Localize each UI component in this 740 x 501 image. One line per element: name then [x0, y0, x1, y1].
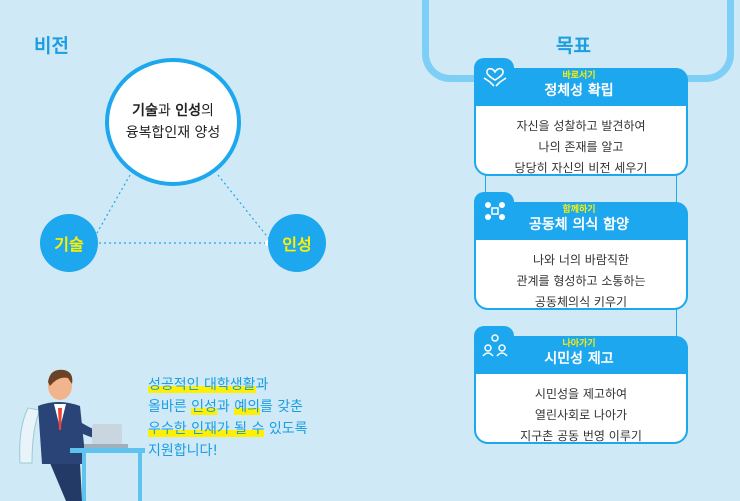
- goal-heading: 목표: [556, 35, 591, 57]
- goal-card-community: 함께하기 공동체 의식 함양 나와 너의 바람직한 관계를 형성하고 소통하는 …: [474, 192, 688, 313]
- goal-card-citizenship: 나아가기 시민성 제고 시민성을 제고하여 열린사회로 나아가 지구촌 공동 번…: [474, 326, 688, 447]
- vision-circle-line2: 융복합인재 양성: [125, 125, 221, 141]
- message-line1: 성공적인 대학생활과: [148, 377, 269, 393]
- card-header: 함께하기 공동체 의식 함양: [474, 202, 688, 240]
- goal-card-identity: 바로서기 정체성 확립 자신을 성찰하고 발견하여 나의 존재를 알고 당당히 …: [474, 58, 688, 179]
- character-node: 인성: [268, 214, 326, 272]
- support-message: 성공적인 대학생활과 올바른 인성과 예의를 갖춘 우수한 인재가 될 수 있도…: [148, 374, 307, 462]
- vision-circle-line1: 기술과 인성의: [132, 103, 214, 119]
- card-line: 공동체의식 키우기: [534, 295, 628, 309]
- card-line: 시민성을 제고하여: [534, 387, 628, 401]
- card-line: 자신을 성찰하고 발견하여: [516, 119, 646, 133]
- vision-heading: 비전: [34, 35, 69, 57]
- card-subtitle: 나아가기: [562, 339, 596, 349]
- card-header: 바로서기 정체성 확립: [474, 68, 688, 106]
- card-header: 나아가기 시민성 제고: [474, 336, 688, 374]
- card-title: 시민성 제고: [544, 351, 614, 367]
- card-line: 관계를 형성하고 소통하는: [516, 274, 646, 288]
- vision-center-circle: 기술과 인성의 융복합인재 양성: [105, 58, 241, 186]
- handshake-heart-icon: [480, 62, 510, 92]
- skill-node: 기술: [40, 214, 98, 272]
- card-subtitle: 바로서기: [562, 71, 596, 81]
- card-title: 공동체 의식 함양: [529, 217, 629, 233]
- card-body: 시민성을 제고하여 열린사회로 나아가 지구촌 공동 번영 이루기: [476, 384, 686, 447]
- card-line: 당당히 자신의 비전 세우기: [514, 161, 648, 175]
- card-line: 열린사회로 나아가: [534, 408, 628, 422]
- card-line: 나의 존재를 알고: [538, 140, 624, 154]
- businessman-illustration: [19, 369, 145, 501]
- card-subtitle: 함께하기: [562, 205, 596, 215]
- card-line: 나와 너의 바람직한: [533, 253, 629, 267]
- card-body: 나와 너의 바람직한 관계를 형성하고 소통하는 공동체의식 키우기: [476, 250, 686, 313]
- card-line: 지구촌 공동 번영 이루기: [520, 429, 642, 443]
- people-network-icon: [480, 330, 510, 360]
- message-line3: 우수한 인재가 될 수 있도록: [148, 421, 308, 437]
- message-line2: 올바른 인성과 예의를 갖춘: [148, 399, 304, 415]
- card-body: 자신을 성찰하고 발견하여 나의 존재를 알고 당당히 자신의 비전 세우기: [476, 116, 686, 179]
- message-line4: 지원합니다!: [148, 443, 219, 459]
- community-icon: [480, 196, 510, 226]
- card-title: 정체성 확립: [544, 83, 614, 99]
